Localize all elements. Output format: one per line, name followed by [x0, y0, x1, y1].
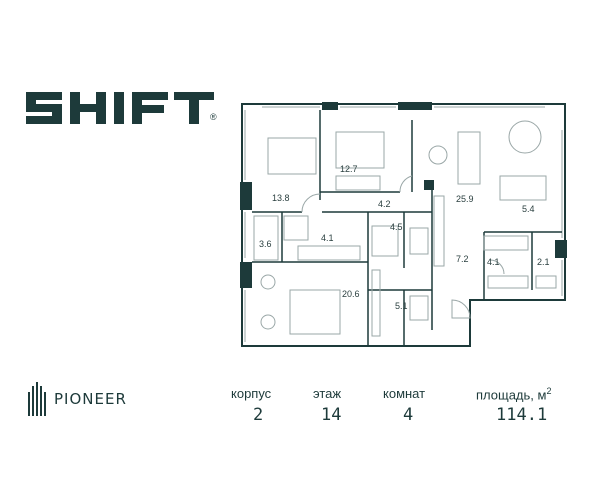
room-area-master-bedroom: 20.6	[342, 289, 360, 299]
floor-plan: 13.8 12.7 4.2 25.9 5.4 3.6 4.1 4.5 7.2 4…	[240, 102, 567, 347]
windows	[244, 106, 563, 342]
room-area-wardrobe-1: 3.6	[259, 239, 272, 249]
stat-value-area: 114.1	[496, 405, 548, 425]
pioneer-wordmark: PIONEER	[54, 390, 127, 408]
room-area-living: 25.9	[456, 194, 474, 204]
room-area-bath-1: 4.1	[321, 233, 334, 243]
stat-value-building: 2	[253, 405, 264, 425]
room-area-bedroom-2: 12.7	[340, 164, 358, 174]
furniture	[253, 120, 557, 337]
stat-label-area-sup: 2	[546, 386, 552, 396]
stat-label-rooms: комнат	[383, 386, 426, 401]
wall-columns	[240, 102, 567, 288]
room-labels: 13.8 12.7 4.2 25.9 5.4 3.6 4.1 4.5 7.2 4…	[259, 164, 550, 311]
registered-mark: ®	[210, 112, 217, 122]
outer-walls	[241, 103, 566, 347]
room-area-bath-3: 4.1	[487, 257, 500, 267]
stat-label-floor: этаж	[313, 386, 342, 401]
interior-walls	[252, 110, 562, 346]
pioneer-bars-icon	[28, 382, 46, 416]
pioneer-logo: PIONEER	[28, 382, 127, 416]
stat-label-area-text: площадь, м	[476, 387, 547, 403]
room-area-kitchen: 5.4	[522, 204, 535, 214]
stat-label-building: корпус	[231, 386, 272, 401]
room-area-corridor: 4.2	[378, 199, 391, 209]
room-area-storage: 2.1	[537, 257, 550, 267]
room-area-bath-2: 4.5	[390, 222, 403, 232]
shift-logo: ®	[24, 88, 244, 133]
room-area-wardrobe-2: 5.1	[395, 301, 408, 311]
room-area-hall: 7.2	[456, 254, 469, 264]
stat-value-rooms: 4	[403, 405, 414, 425]
stat-value-floor: 14	[321, 405, 342, 425]
room-area-bedroom-1: 13.8	[272, 193, 290, 203]
doors	[301, 175, 505, 319]
shift-logo-graphic	[26, 92, 214, 124]
stat-label-area: площадь, м2	[476, 386, 551, 402]
